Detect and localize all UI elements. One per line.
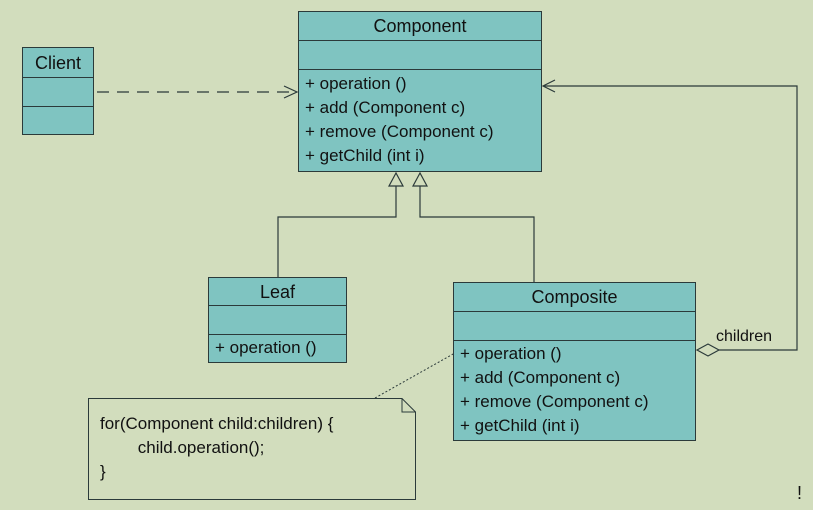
client-class-name: Client [23, 48, 93, 78]
note-anchor-line [374, 348, 463, 399]
component-operation: + getChild (int i) [305, 146, 425, 165]
client-attributes-compartment [23, 78, 93, 107]
component-attributes-compartment [299, 41, 541, 70]
composite-operation: + operation () [460, 344, 562, 363]
leaf-operation: + operation () [215, 338, 317, 357]
leaf-attributes-compartment [209, 306, 346, 335]
composite-operations-compartment: + operation () + add (Component c) + rem… [454, 341, 695, 438]
composite-operation: + remove (Component c) [460, 392, 649, 411]
component-operation: + operation () [305, 74, 407, 93]
aggregation-diamond [695, 343, 721, 357]
code-note[interactable]: for(Component child:children) { child.op… [88, 398, 416, 500]
corner-mark: ! [797, 483, 803, 503]
component-operations-compartment: + operation () + add (Component c) + rem… [299, 70, 541, 168]
leaf-generalization-arrowhead [387, 171, 405, 187]
leaf-operations-compartment: + operation () [209, 335, 346, 360]
composite-attributes-compartment [454, 312, 695, 341]
composite-generalization-line [419, 186, 535, 282]
composite-class-name: Composite [454, 283, 695, 312]
composite-operation: + add (Component c) [460, 368, 621, 387]
children-association-label: children [716, 328, 773, 345]
component-class[interactable]: Component + operation () + add (Componen… [298, 11, 542, 172]
component-operation: + remove (Component c) [305, 122, 494, 141]
composite-class[interactable]: Composite + operation () + add (Componen… [453, 282, 696, 441]
composite-operation: + getChild (int i) [460, 416, 580, 435]
component-operation: + add (Component c) [305, 98, 466, 117]
children-aggregation-line [544, 85, 798, 351]
leaf-class[interactable]: Leaf + operation () [208, 277, 347, 363]
leaf-class-name: Leaf [209, 278, 346, 306]
component-class-name: Component [299, 12, 541, 41]
leaf-generalization-line [277, 186, 397, 277]
client-class[interactable]: Client [22, 47, 94, 135]
dependency-arrowhead [283, 85, 299, 99]
aggregation-arrowhead [541, 79, 556, 93]
note-code-text: for(Component child:children) { child.op… [100, 414, 334, 481]
note-shape [88, 398, 416, 500]
composite-generalization-arrowhead [411, 171, 429, 187]
